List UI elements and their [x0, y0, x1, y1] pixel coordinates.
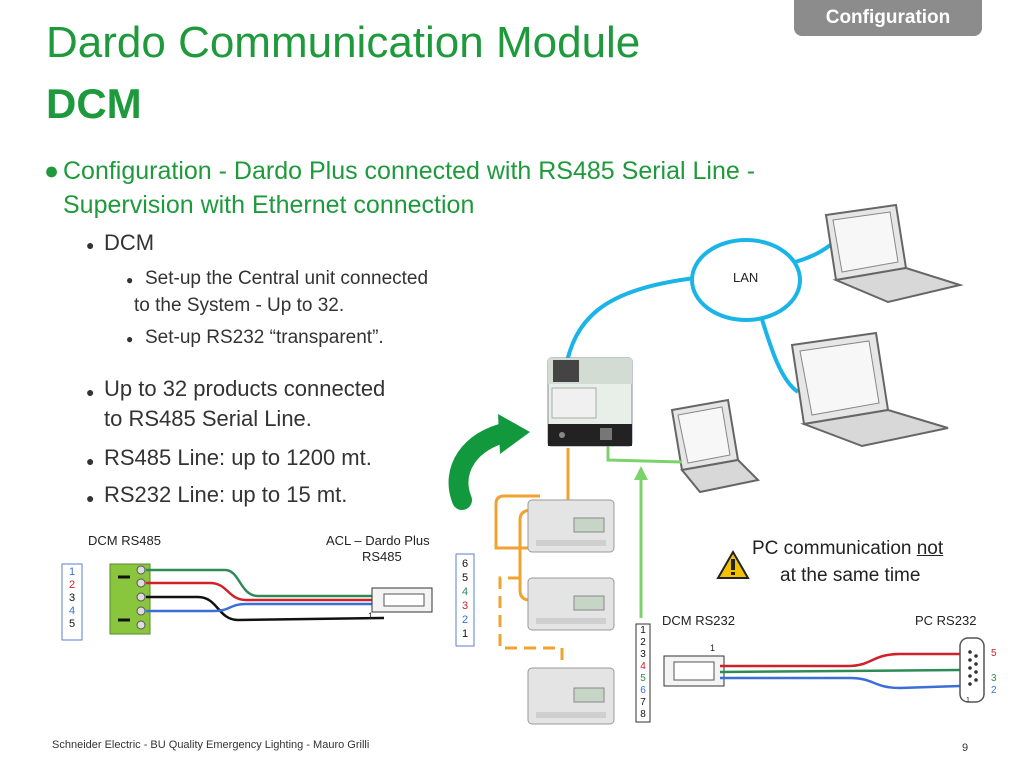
pin-label: 3 [68, 592, 76, 604]
pc-rs232-label: PC RS232 [915, 613, 977, 628]
pin-label: 5 [461, 572, 469, 584]
pin-label: 4 [461, 586, 469, 598]
laptop-3-icon [670, 398, 761, 494]
bullet-upto-line2: to RS485 Serial Line. [104, 406, 312, 431]
dcm-rs485-label: DCM RS485 [88, 533, 161, 548]
pin-label: 5 [68, 618, 76, 630]
dcm-module-icon [547, 357, 633, 447]
rs485-pin-list-right: 6 5 4 3 2 1 [457, 557, 473, 641]
bullet-rs485: RS485 Line: up to 1200 mt. [104, 445, 372, 470]
rj485-pin-one: 1 [368, 611, 374, 621]
db9-pin-label: 2 [991, 685, 997, 696]
rs485-terminal-block-icon [109, 563, 151, 635]
acl-label-line2: RS485 [362, 549, 402, 564]
bullet-dot: ● [126, 273, 134, 287]
bullet-dcm: DCM [104, 230, 155, 255]
rs485-pin-box-left [61, 563, 83, 641]
pin-label: 7 [640, 697, 646, 708]
rj232-pin-one: 1 [710, 643, 716, 653]
dardo-unit-2-icon [527, 577, 615, 631]
page-subtitle: DCM [46, 80, 142, 127]
pin-label: 6 [640, 685, 646, 696]
bullet-setup1-line2: to the System - Up to 32. [134, 295, 345, 316]
lan-label: LAN [733, 270, 759, 285]
bullet-upto-line1: Up to 32 products connected [104, 376, 386, 401]
bullet-main-line1: Configuration - Dardo Plus connected wit… [63, 157, 756, 185]
bullet-setup2: Set-up RS232 “transparent”. [145, 327, 384, 348]
dardo-unit-1-icon [527, 499, 615, 553]
rj-connector-rs485-icon [371, 587, 433, 613]
rs485-pin-box-right [455, 553, 475, 647]
lan-cloud [690, 238, 802, 322]
bullet-setup1-line1: Set-up the Central unit connected [145, 268, 429, 289]
bullet-main-line2: Supervision with Ethernet connection [63, 191, 475, 219]
pin-label: 2 [640, 637, 646, 648]
pin-label: 2 [461, 614, 469, 626]
ethernet-link [606, 440, 683, 464]
section-tag: Configuration [794, 0, 982, 36]
rs232-pin-list: 1 2 3 4 5 6 7 8 [637, 625, 649, 721]
lan-cable-laptop2 [758, 312, 800, 394]
pin-label: 3 [461, 600, 469, 612]
db9-pin-one: 1 [966, 697, 970, 704]
acl-label-line1: ACL – Dardo Plus [326, 533, 430, 548]
pin-label: 4 [640, 661, 646, 672]
pin-label: 6 [461, 558, 469, 570]
bullet-rs232: RS232 Line: up to 15 mt. [104, 482, 348, 507]
laptop-2-icon [790, 331, 949, 448]
lan-cable-dcm [563, 276, 696, 371]
pc-comm-text: PC communication [752, 538, 912, 559]
bullet-dot: ● [86, 453, 95, 469]
bullet-dot: ● [126, 332, 134, 346]
dardo-unit-3-icon [527, 667, 615, 725]
dcm-rs232-label: DCM RS232 [662, 613, 735, 628]
pc-comm-line2: at the same time [780, 565, 921, 586]
db9-pin-label: 3 [991, 673, 997, 684]
laptop-1-icon [824, 203, 964, 304]
db9-pin-label: 5 [991, 648, 997, 659]
bullet-dot: ● [86, 384, 95, 400]
rj-connector-rs232-icon [663, 655, 725, 687]
footer-text: Schneider Electric - BU Quality Emergenc… [52, 739, 370, 751]
rs232-pin-box [635, 623, 651, 723]
pin-label: 8 [640, 709, 646, 720]
rs485-pin-list-left: 1 2 3 4 5 [64, 566, 80, 631]
pin-label: 3 [640, 649, 646, 660]
pin-label: 1 [640, 625, 646, 636]
page-number: 9 [962, 742, 969, 754]
page-title: Dardo Communication Module [46, 18, 641, 67]
bullet-dot: ● [86, 237, 95, 253]
pc-comm-not: not [916, 538, 944, 559]
bullet-dot: ● [86, 490, 95, 506]
db9-connector-icon [959, 637, 985, 703]
pin-label: 5 [640, 673, 646, 684]
pin-label: 1 [68, 566, 76, 578]
pin-label: 1 [461, 628, 469, 640]
bullet-dot: ● [44, 157, 60, 185]
pin-label: 2 [68, 579, 76, 591]
pin-label: 4 [68, 605, 76, 617]
pc-comm-line1: PC communication not [752, 538, 943, 560]
curved-arrow-icon [448, 422, 518, 510]
warning-icon [716, 549, 750, 579]
